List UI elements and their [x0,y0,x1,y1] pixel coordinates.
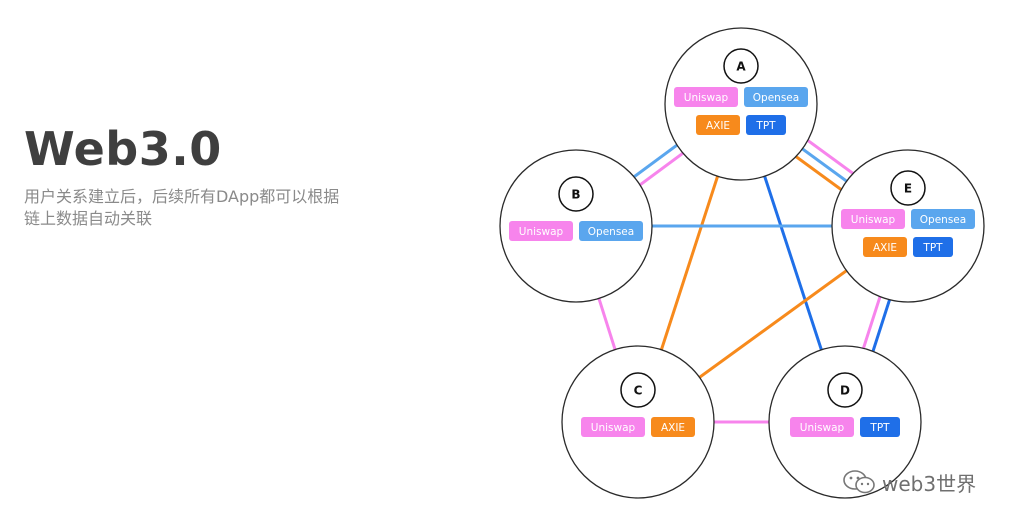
pill-label: Opensea [753,92,799,104]
pill-opensea [911,209,975,229]
page-subtitle: 用户关系建立后，后续所有DApp都可以根据链上数据自动关联 [24,187,340,228]
pill-axie [651,417,695,437]
watermark-text: web3世界 [882,471,977,496]
node-circle [664,27,818,181]
node-badge [723,48,759,84]
node-b: B Uniswap Opensea [499,149,653,303]
page-title: Web3.0 [24,122,222,176]
pill-label: Uniswap [591,422,636,434]
node-d: D Uniswap TPT [768,345,922,499]
pill-label: Uniswap [684,92,729,104]
pill-label: Opensea [588,226,634,238]
node-circle [831,149,985,303]
pill-label: AXIE [873,242,897,254]
pill-label: Uniswap [851,214,896,226]
pill-uniswap [790,417,854,437]
watermark: web3世界 [842,467,976,497]
pill-tpt [913,237,953,257]
pill-axie [863,237,907,257]
node-badge [558,176,594,212]
pill-uniswap [841,209,905,229]
pill-tpt [860,417,900,437]
pill-opensea [744,87,808,107]
pill-label: Uniswap [519,226,564,238]
pill-uniswap [581,417,645,437]
pill-label: Opensea [920,214,966,226]
pill-uniswap [509,221,573,241]
node-badge [890,170,926,206]
pill-label: TPT [922,242,943,254]
pill-tpt [746,115,786,135]
node-circle [499,149,653,303]
pill-label: AXIE [661,422,685,434]
pill-axie [696,115,740,135]
pill-label: TPT [755,120,776,132]
wechat-icon [843,470,875,494]
pill-uniswap [674,87,738,107]
node-label: B [571,188,580,202]
node-badge [827,372,863,408]
node-label: D [840,384,850,398]
pill-label: AXIE [706,120,730,132]
node-c: C Uniswap AXIE [561,345,715,499]
pill-label: TPT [869,422,890,434]
pill-label: Uniswap [800,422,845,434]
node-label: E [904,182,912,196]
node-badge [620,372,656,408]
node-label: C [634,384,643,398]
node-label: A [736,60,746,74]
pill-opensea [579,221,643,241]
